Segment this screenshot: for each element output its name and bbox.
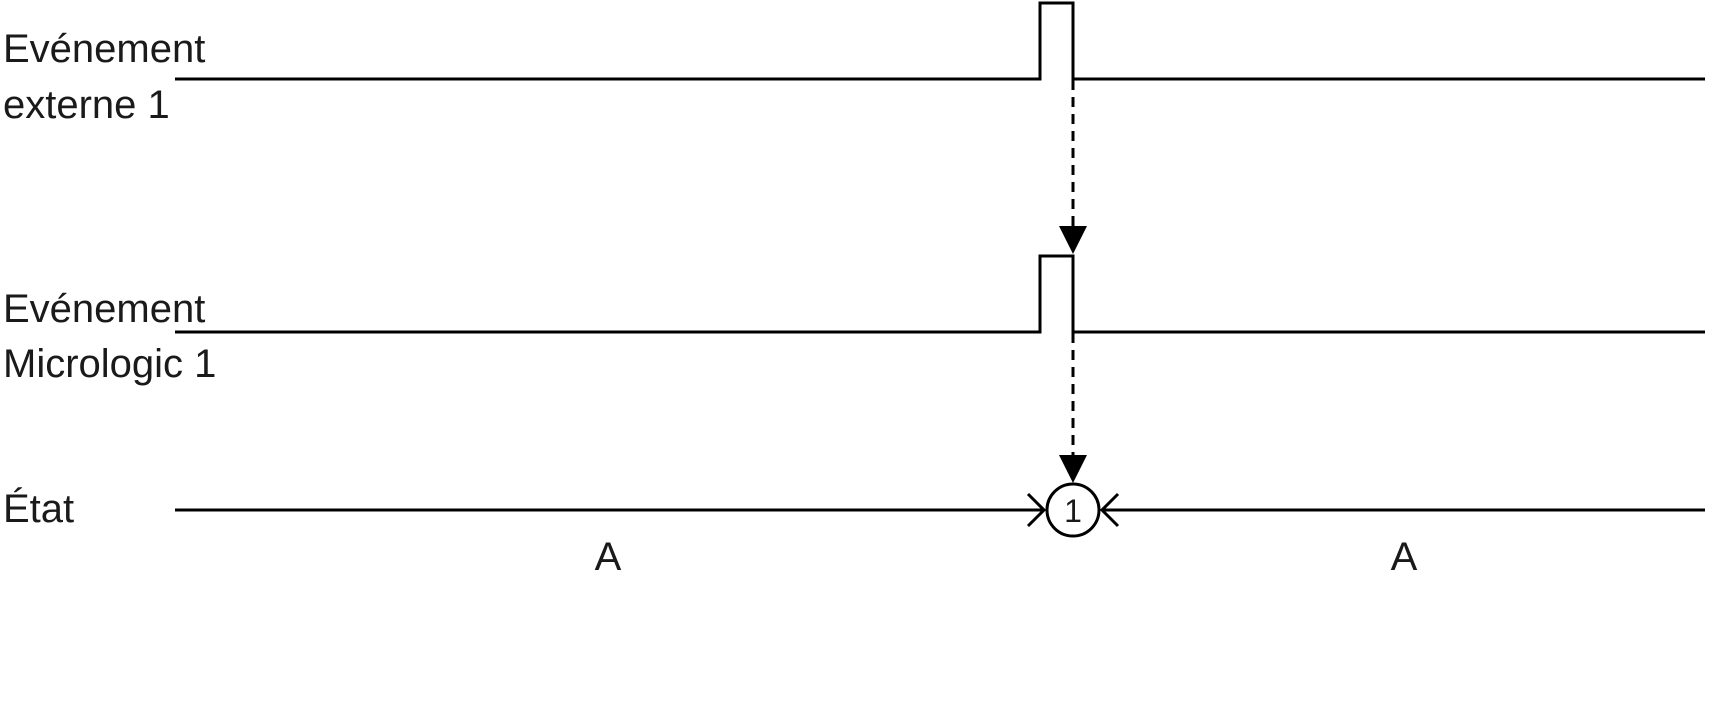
state-left-arrow-icon xyxy=(1026,492,1047,528)
external-event-signal xyxy=(175,1,1705,81)
state-label: État xyxy=(3,486,74,531)
micrologic-event-signal xyxy=(175,254,1705,334)
state-zone-before-label: A xyxy=(595,535,622,579)
micrologic-event-label-line2: Micrologic 1 xyxy=(3,342,216,386)
micrologic-event-label-line1: Evénement xyxy=(3,287,205,331)
external-to-micrologic-arrowhead xyxy=(1059,226,1087,254)
state-zone-after-label: A xyxy=(1391,535,1418,579)
external-event-label-line2: externe 1 xyxy=(3,83,170,127)
state-change-marker xyxy=(1045,482,1101,538)
micrologic-to-state-arrowhead xyxy=(1059,455,1087,483)
external-event-label-line1: Evénement xyxy=(3,27,205,71)
state-change-marker-number: 1 xyxy=(1064,493,1082,529)
state-right-arrow-icon xyxy=(1099,492,1120,528)
